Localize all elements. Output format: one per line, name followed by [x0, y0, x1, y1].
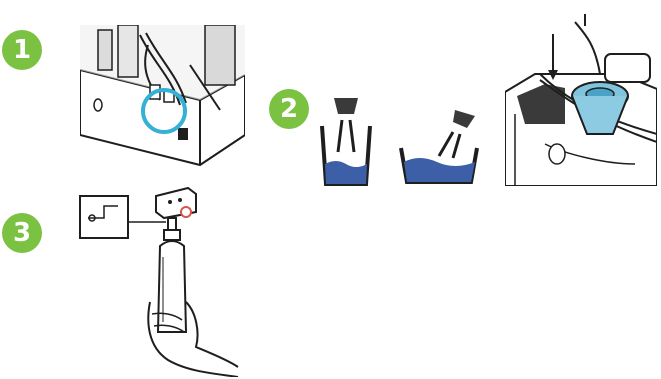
- step-2-shallow-container-icon: [397, 110, 479, 188]
- spray-shallow-container-icon: [397, 110, 479, 188]
- step-2-number: 2: [280, 94, 298, 124]
- step-1-machine-illustration: [80, 25, 245, 170]
- reservoir-funnel-icon: [505, 14, 657, 186]
- step-2-badge: 2: [269, 89, 309, 129]
- step-3-number: 3: [13, 218, 31, 248]
- spray-deep-container-icon: [316, 96, 376, 192]
- step-1-number: 1: [13, 35, 31, 65]
- step-2-deep-container-icon: [316, 96, 376, 192]
- machine-tubing-icon: [80, 25, 245, 170]
- step-3-cylinder-illustration: [78, 182, 243, 377]
- step-2-reservoir-illustration: [505, 14, 657, 186]
- step-1-badge: 1: [2, 30, 42, 70]
- cylinder-in-hand-icon: [78, 182, 243, 377]
- step-3-badge: 3: [2, 213, 42, 253]
